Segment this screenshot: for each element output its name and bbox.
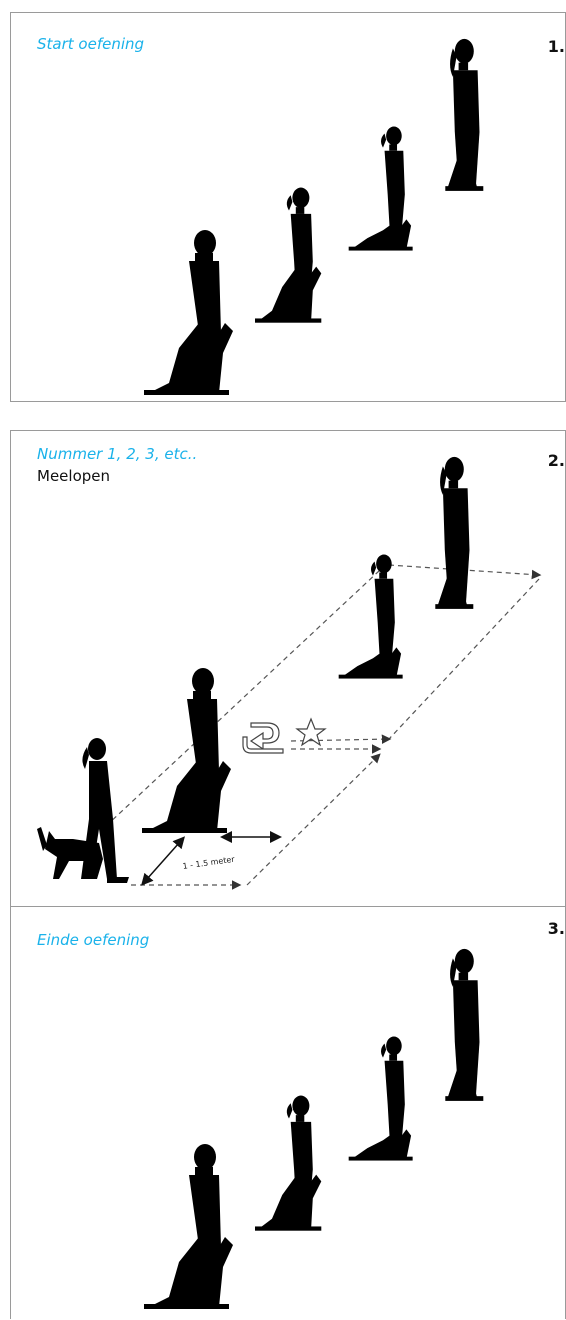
panel-subtitle: Meelopen	[37, 467, 111, 485]
panel-walking: Nummer 1, 2, 3, etc.. Meelopen 2.	[10, 430, 566, 908]
panel-number: 3.	[547, 919, 565, 938]
distance-arrow	[141, 836, 185, 886]
walking-route	[105, 564, 542, 890]
star-icon	[295, 717, 327, 747]
team-silhouette	[338, 554, 403, 679]
team-silhouette	[445, 948, 484, 1101]
u-turn-icon	[242, 722, 284, 754]
team-silhouette	[255, 1095, 322, 1231]
team-silhouette	[348, 126, 413, 251]
distance-label: 1 - 1.5 meter	[182, 855, 236, 871]
team-silhouette	[144, 1144, 233, 1309]
panel-number: 1.	[547, 37, 565, 56]
team-silhouette	[348, 1036, 413, 1161]
panel-end: Einde oefening 3.	[10, 906, 566, 1319]
panel-title: Einde oefening	[37, 931, 150, 949]
panel-title: Start oefening	[37, 35, 145, 53]
team-silhouette	[255, 187, 322, 323]
panel-number: 2.	[547, 451, 565, 470]
walking-team-silhouette	[37, 738, 129, 883]
panel-title: Nummer 1, 2, 3, etc..	[37, 445, 198, 463]
team-silhouette	[435, 456, 474, 609]
walking-scene: 1 - 1.5 meter	[37, 456, 542, 890]
start-scene	[144, 38, 484, 395]
end-scene	[144, 948, 484, 1309]
team-silhouette	[144, 230, 233, 395]
team-silhouette	[445, 38, 484, 191]
panel-start: Start oefening 1.	[10, 12, 566, 402]
